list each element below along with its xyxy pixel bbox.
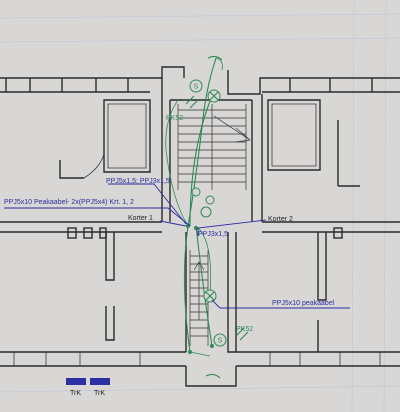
feeder-label: PPJ5x10 Peakaabel- 2x(PPJ5x4) Krt. 1, 2	[4, 199, 134, 206]
trk-marker-1: TrK	[66, 378, 86, 397]
pk52-label-lower: PK52	[236, 326, 253, 333]
fixture-lamp-bottom	[203, 289, 217, 303]
trk-label-1: TrK	[70, 390, 81, 397]
exit-sign	[205, 55, 223, 379]
cable-label-middle: PPJ3x1,5	[198, 231, 228, 238]
sensor-lower: S	[213, 333, 227, 347]
sensor-upper-label: S	[194, 84, 199, 91]
fixture-lamp-top	[207, 89, 221, 103]
sensor-lower-label: S	[218, 338, 223, 345]
switch-symbol-bottom	[235, 327, 249, 341]
trk-marker-2: TrK	[90, 378, 110, 397]
building-walls	[0, 66, 400, 387]
wiring	[165, 57, 223, 357]
cable-label-upper: PPJ5x1,5; PPJ3x1,5	[106, 178, 170, 185]
switch-symbol-top	[185, 95, 199, 109]
fixture-lamp-landing	[191, 187, 215, 218]
annotation-leaders	[4, 183, 350, 309]
pk52-label-upper: PK52	[166, 115, 183, 122]
stairwell-upper	[177, 104, 251, 190]
korter-2-label: Korter 2	[268, 216, 293, 223]
trk-label-2: TrK	[94, 390, 105, 397]
sensor-upper: S	[189, 79, 203, 93]
korter-1-label: Korter 1	[128, 215, 153, 222]
feeder-lower-label: PPJ5x10 peakaabel	[272, 300, 335, 307]
